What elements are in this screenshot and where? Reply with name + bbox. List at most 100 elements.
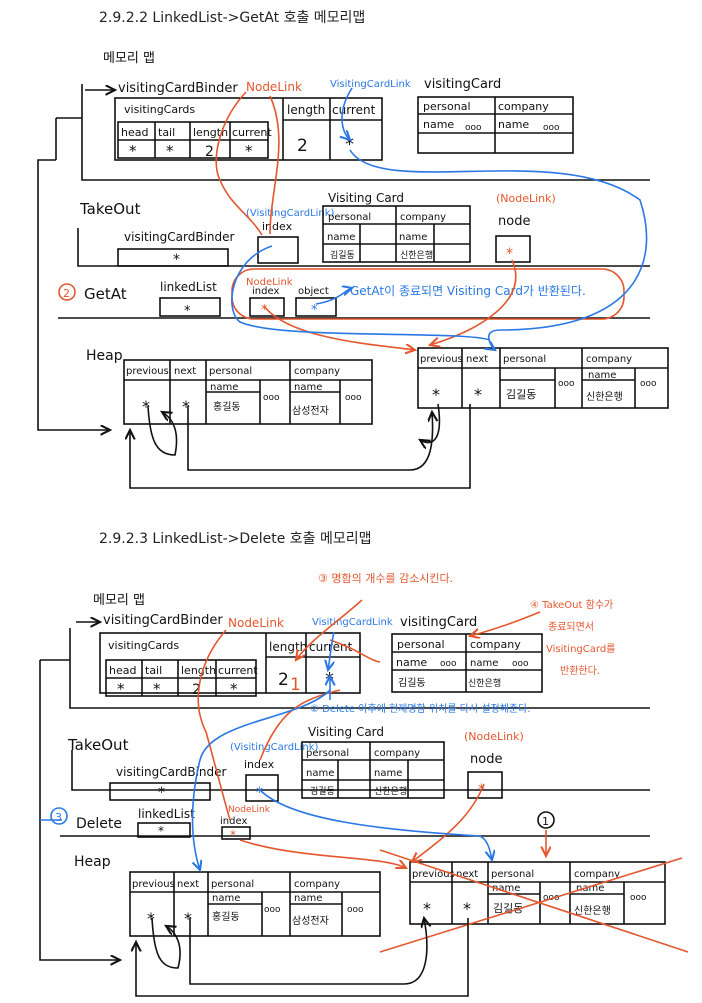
current-field-pointer: * (230, 680, 238, 698)
current-pointer: * (345, 134, 354, 155)
orange-node-arrow (430, 259, 517, 345)
getat-note: GetAt이 종료되면 Visiting Card가 반환된다. (350, 284, 586, 298)
takeout-label: TakeOut (79, 200, 141, 218)
takeout-binder-box (117, 248, 229, 267)
visiting-card-label: Visiting Card (308, 725, 384, 739)
name-label: name (306, 768, 334, 779)
name-label: name (492, 883, 520, 894)
cardlink-paren-label: (VisitingCardLink) (246, 208, 335, 219)
binder-label: visitingCardBinder (103, 613, 223, 628)
index-box (245, 774, 279, 802)
name-label: name (210, 382, 238, 393)
company-label: company (400, 212, 446, 223)
delete-cross-line-1 (379, 849, 689, 953)
personal-label: personal (306, 748, 349, 759)
delete-index-box (221, 826, 251, 840)
company-name-label: name (294, 382, 322, 393)
length-old-value: 2 (278, 670, 289, 690)
binder-label: visitingCardBinder (118, 81, 238, 96)
heap-previous-loop-2 (420, 403, 441, 443)
linkedlist-pointer: * (184, 304, 191, 319)
current-field-pointer: * (245, 142, 253, 160)
blue-current-arrow (349, 149, 648, 350)
delete-index-pointer: * (230, 828, 236, 842)
current-header: current (332, 103, 376, 117)
heap-company-2: 신한은행 (586, 391, 623, 403)
ellipsis: ooo (264, 905, 281, 915)
previous-label: previous (412, 869, 455, 880)
company-name-label: name (498, 118, 529, 131)
personal-label: personal (211, 879, 254, 890)
length-header: length (287, 103, 325, 117)
main-frame-line (69, 628, 650, 709)
heap-person-1: 홍길동 (213, 400, 241, 413)
heap-person-2: 김길동 (493, 902, 523, 915)
index-pointer: * (256, 785, 263, 801)
company-name-label: name (374, 768, 402, 779)
visiting-card-label: Visiting Card (328, 191, 404, 205)
length-field: length (193, 126, 228, 139)
heap-pointer-line (39, 660, 120, 960)
blue-cardlink-arrow (328, 631, 335, 670)
ellipsis: ooo (640, 379, 657, 389)
previous-pointer: * (423, 899, 431, 918)
person-name-value: 김길동 (330, 249, 355, 261)
node-label: node (498, 214, 530, 229)
getat-memory-map: 메모리 맵 visitingCardBinder NodeLink Visiti… (37, 51, 669, 489)
personal-label: personal (503, 354, 546, 365)
visitingcard-label: visitingCard (424, 77, 501, 92)
previous-pointer: * (142, 397, 150, 416)
length-value: 2 (297, 136, 308, 156)
takeout-binder-label: visitingCardBinder (116, 765, 227, 779)
company-label: company (586, 354, 632, 365)
heap-company-1: 삼성전자 (292, 405, 329, 417)
visitingcards-label: visitingCards (124, 103, 195, 116)
heap-previous-loop (151, 917, 181, 969)
next-label: next (466, 354, 488, 365)
heap-person-1: 홍길동 (212, 910, 240, 923)
takeout-binder-box (109, 782, 211, 801)
next-pointer: * (184, 909, 192, 928)
index-label: index (262, 220, 293, 233)
heap-node-2-deleted (409, 861, 666, 925)
step-badge (537, 811, 555, 829)
ellipsis: ooo (465, 123, 482, 133)
tail-pointer: * (166, 142, 174, 160)
getat-index-box (249, 297, 285, 317)
company-label: company (294, 879, 340, 890)
length-field-value: 2 (192, 682, 201, 698)
section1-heading: 2.9.2.2 LinkedList->GetAt 호출 메모리맵 (99, 10, 366, 26)
takeout-binder-label: visitingCardBinder (124, 230, 235, 244)
head-field: head (109, 664, 136, 677)
nodelink-type-label: NodeLink (228, 616, 284, 630)
heap-company-2: 신한은행 (574, 905, 611, 917)
takeout-frame-line (71, 750, 650, 791)
note-3: ③ 명함의 개수를 감소시킨다. (318, 572, 453, 585)
blue-index-arrow (259, 789, 492, 860)
takeout-frame-line (77, 228, 650, 267)
person-name-value: 김길동 (398, 676, 426, 689)
visitingcard-label: visitingCard (400, 615, 477, 630)
cardlink-paren-label: (VisitingCardLink) (230, 742, 319, 753)
delete-memory-map: 메모리 맵 ③ 명함의 개수를 감소시킨다. visitingCardBinde… (39, 572, 689, 997)
company-name-value: 신한은행 (468, 677, 501, 689)
memmap-label: 메모리 맵 (93, 593, 145, 608)
node-box (467, 771, 503, 799)
nodelink-type-label: NodeLink (246, 80, 302, 94)
current-field: current (218, 664, 258, 677)
blue-index-arrow (231, 245, 491, 341)
personal-label: personal (491, 869, 534, 880)
nodelink-paren-label: (NodeLink) (464, 730, 524, 743)
takeout-card-struct (301, 741, 445, 799)
delete-step-num: 3 (55, 811, 62, 824)
person-name-value: 김길동 (310, 785, 335, 797)
heap-next-arrow (189, 918, 427, 985)
step-badge (58, 283, 76, 301)
next-pointer: * (182, 397, 190, 416)
next-label: next (174, 366, 196, 377)
personal-label: personal (423, 100, 471, 113)
name-label: name (212, 893, 240, 904)
personal-label: personal (209, 366, 252, 377)
previous-label: previous (132, 879, 175, 890)
